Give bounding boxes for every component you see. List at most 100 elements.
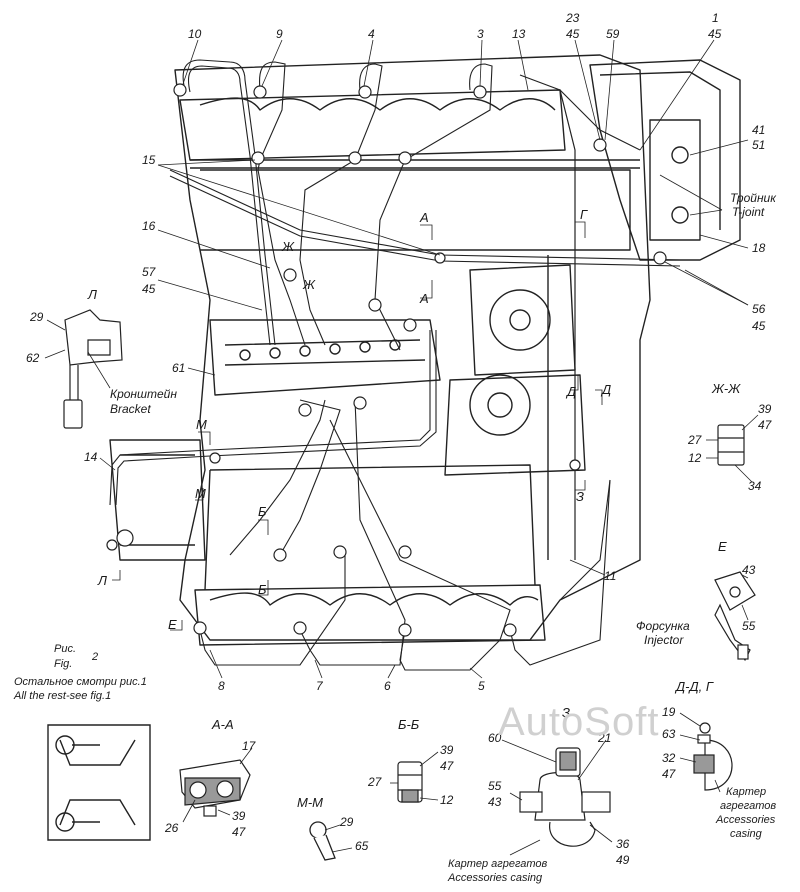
callout-12: 12: [440, 793, 454, 807]
callout-26: 26: [165, 821, 179, 835]
callout-1: 1: [712, 11, 719, 25]
pipe-5: [509, 479, 611, 666]
callout-56: 56: [752, 302, 766, 316]
callout-11: 11: [604, 569, 617, 583]
detail-aa-title: А-А: [212, 717, 234, 732]
section-mark-d: Д: [602, 382, 612, 397]
callout-15: 15: [142, 153, 156, 167]
callout-45: 45: [752, 319, 766, 333]
callout-63: 63: [662, 727, 676, 741]
callout-47: 47: [758, 418, 772, 432]
section-mark-m: М: [195, 486, 206, 501]
detail-l-title: Л: [88, 287, 97, 302]
accessory-housing: [589, 59, 741, 261]
callout-45: 45: [566, 27, 580, 41]
tee-label-ru: Тройник: [730, 191, 776, 205]
callout-55: 55: [742, 619, 756, 633]
section-mark-e: Е: [168, 617, 177, 632]
section-mark-b: Б: [258, 582, 267, 597]
section-mark-a: А: [420, 210, 429, 225]
pipe-8: [199, 550, 346, 666]
callout-13: 13: [512, 27, 526, 41]
pipe-3: [374, 63, 493, 351]
callout-21: 21: [598, 731, 612, 745]
section-mark-l: Л: [98, 573, 107, 588]
tee-label-en: T-joint: [732, 205, 765, 219]
pipe-11: [559, 479, 611, 601]
callout-45: 45: [708, 27, 722, 41]
callout-47: 47: [232, 825, 246, 839]
casing-label-en: Accessories casing: [448, 872, 543, 884]
callout-43: 43: [742, 563, 756, 577]
callout-3: 3: [477, 27, 484, 41]
callout-4: 4: [368, 27, 375, 41]
figure-note-en: All the rest-see fig.1: [14, 690, 112, 702]
callout-17: 17: [242, 739, 256, 753]
pipe-6: [329, 419, 511, 671]
callout-41: 41: [752, 123, 766, 137]
section-mark-d: Д: [567, 384, 577, 399]
pipe-15: [169, 169, 681, 261]
pipe-13: [519, 74, 641, 151]
callout-39: 39: [232, 809, 246, 823]
callout-34: 34: [748, 479, 762, 493]
detail-e-title: Е: [718, 539, 727, 554]
pipe-7: [299, 399, 406, 666]
casing2-label-ru-2: агрегатов: [720, 800, 777, 812]
bracket-label-ru: Кронштейн: [110, 387, 177, 401]
callout-45: 45: [142, 282, 156, 296]
injector-label-en: Injector: [644, 633, 684, 647]
detail-zhzh-title: Ж-Ж: [712, 381, 741, 396]
detail-mm-title: М-М: [297, 795, 323, 810]
pipe-4: [299, 63, 383, 346]
callout-60: 60: [488, 731, 502, 745]
section-mark-zh: Ж: [282, 239, 294, 254]
figure-number: 2: [92, 651, 99, 663]
callout-27: 27: [368, 775, 382, 789]
pipe-10: [182, 59, 276, 346]
lower-manifold: [194, 584, 546, 646]
detail-bb-title: Б-Б: [398, 717, 420, 732]
callout-27: 27: [688, 433, 702, 447]
section-mark-g: Г: [580, 207, 588, 222]
callout-16: 16: [142, 219, 156, 233]
callout-12: 12: [688, 451, 702, 465]
callout-14: 14: [84, 450, 98, 464]
callout-39: 39: [440, 743, 454, 757]
casing2-label-en-2: casing: [730, 828, 762, 840]
callout-47: 47: [662, 767, 676, 781]
callout-65: 65: [355, 839, 369, 853]
section-mark-b: Б: [258, 504, 267, 519]
figure-label-en: Fig.: [54, 658, 73, 670]
callout-18: 18: [752, 241, 766, 255]
bracket-label-en: Bracket: [110, 402, 151, 416]
callout-29: 29: [340, 815, 354, 829]
figure-label-ru: Рис.: [54, 643, 77, 655]
callout-55: 55: [488, 779, 502, 793]
tee-fitting: [649, 119, 701, 241]
callout-8: 8: [218, 679, 225, 693]
callout-6: 6: [384, 679, 391, 693]
callout-23: 23: [566, 11, 580, 25]
callout-19: 19: [662, 705, 676, 719]
callout-59: 59: [606, 27, 620, 41]
engine-block-outline: [174, 54, 651, 641]
callout-61: 61: [172, 361, 186, 375]
section-mark-z: З: [576, 489, 584, 504]
casing2-label-en-1: Accessories: [716, 814, 776, 826]
watermark: AutoSoft: [498, 700, 660, 744]
figure-note-ru: Остальное смотри рис.1: [14, 676, 147, 688]
callout-10: 10: [188, 27, 202, 41]
callout-7: 7: [316, 679, 323, 693]
callout-57: 57: [142, 265, 156, 279]
pipe-14: [109, 330, 431, 506]
casing2-label-ru-1: Картер: [726, 786, 767, 798]
callout-5: 5: [478, 679, 485, 693]
section-mark-a: А: [420, 291, 429, 306]
callout-62: 62: [26, 351, 40, 365]
fuel-pump: [209, 319, 441, 396]
callout-49: 49: [616, 853, 630, 867]
detail-dg-title: Д-Д, Г: [676, 679, 713, 694]
